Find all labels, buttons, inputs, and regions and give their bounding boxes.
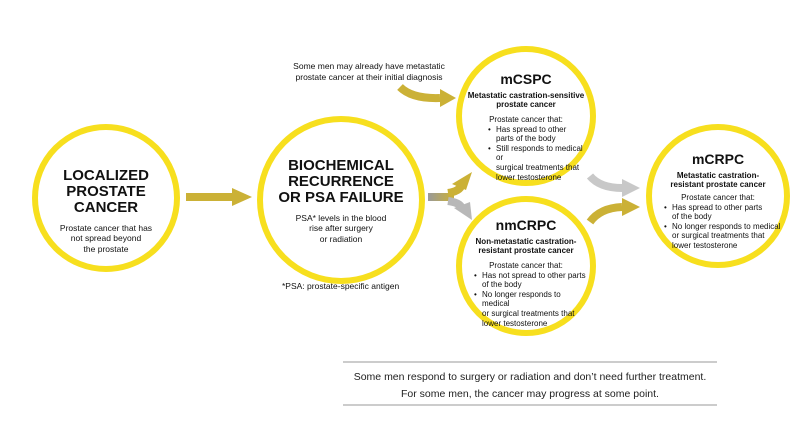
mcrpc-bullets: Has spread to other parts of the body No… (664, 203, 784, 251)
localized-title-line2: PROSTATE CANCER (66, 182, 146, 216)
biochemical-title-line3: OR PSA FAILURE (278, 188, 404, 206)
node-biochemical: BIOCHEMICAL RECURRENCE OR PSA FAILURE PS… (257, 116, 425, 284)
arrow-nmcrpc-to-mcrpc (586, 198, 640, 225)
node-localized: LOCALIZED PROSTATE CANCER Prostate cance… (32, 124, 180, 272)
nmcrpc-title: nmCRPC (495, 217, 557, 233)
mcspc-bullets: Has spread to other parts of the body St… (488, 125, 590, 183)
psa-footnote: *PSA: prostate-specific antigen (282, 281, 400, 291)
mcspc-subtitle-line2: prostate cancer (496, 99, 556, 109)
localized-title-line1: LOCALIZED (63, 167, 149, 184)
mcspc-subtitle-line1: Metastatic castration-sensitive (467, 90, 585, 100)
mcrpc-subtitle-line1: Metastatic castration- (676, 170, 760, 180)
arrow-localized-to-biochemical (186, 188, 252, 206)
mcspc-bullet-1: Has spread to other parts of the body (488, 125, 590, 144)
node-nmcrpc: nmCRPC Non-metastatic castration- resist… (456, 196, 596, 336)
arrow-note-to-mcspc (397, 83, 456, 107)
footer-line1: Some men respond to surgery or radiation… (353, 371, 707, 383)
metastatic-note-line1: Some men may already have metastatic (293, 61, 445, 71)
arrow-mcspc-to-mcrpc (586, 173, 640, 197)
nmcrpc-bullets: Has not spread to other parts of the bod… (474, 271, 590, 329)
nmcrpc-list-head: Prostate cancer that: (489, 261, 563, 271)
localized-desc-line1: Prostate cancer that has (59, 223, 153, 234)
footer-line2: For some men, the cancer may progress at… (401, 388, 659, 400)
nmcrpc-bullet-1: Has not spread to other parts of the bod… (474, 271, 590, 290)
biochemical-desc-line1: PSA* levels in the blood (295, 213, 387, 224)
mcrpc-subtitle-line2: resistant prostate cancer (670, 179, 766, 189)
arrow-biochemical-split (428, 172, 472, 220)
mcrpc-list-head: Prostate cancer that: (681, 193, 755, 203)
localized-desc-line3: the prostate (83, 243, 129, 254)
localized-desc-line2: not spread beyond (70, 233, 142, 244)
mcspc-title: mCSPC (500, 71, 552, 87)
biochemical-title-line1: BIOCHEMICAL (288, 157, 394, 174)
nmcrpc-bullet-2: No longer responds to medical or surgica… (474, 290, 590, 328)
nmcrpc-subtitle-line2: resistant prostate cancer (478, 245, 574, 255)
metastatic-note: Some men may already have metastatic pro… (280, 61, 458, 82)
biochemical-desc-line3: or radiation (319, 233, 363, 244)
node-mcspc: mCSPC Metastatic castration-sensitive pr… (456, 46, 596, 186)
mcrpc-title: mCRPC (691, 151, 745, 167)
mcspc-bullet-2: Still responds to medical or surgical tr… (488, 144, 590, 182)
metastatic-note-line2: prostate cancer at their initial diagnos… (295, 71, 443, 82)
mcspc-list-head: Prostate cancer that: (489, 115, 563, 125)
nmcrpc-subtitle-line1: Non-metastatic castration- (475, 236, 577, 246)
biochemical-title-line2: RECURRENCE (288, 172, 394, 190)
mcrpc-bullet-1: Has spread to other parts of the body (664, 203, 784, 222)
biochemical-desc-line2: rise after surgery (309, 223, 373, 234)
node-mcrpc: mCRPC Metastatic castration- resistant p… (646, 124, 790, 268)
mcrpc-bullet-2: No longer responds to medical or surgica… (664, 222, 784, 251)
